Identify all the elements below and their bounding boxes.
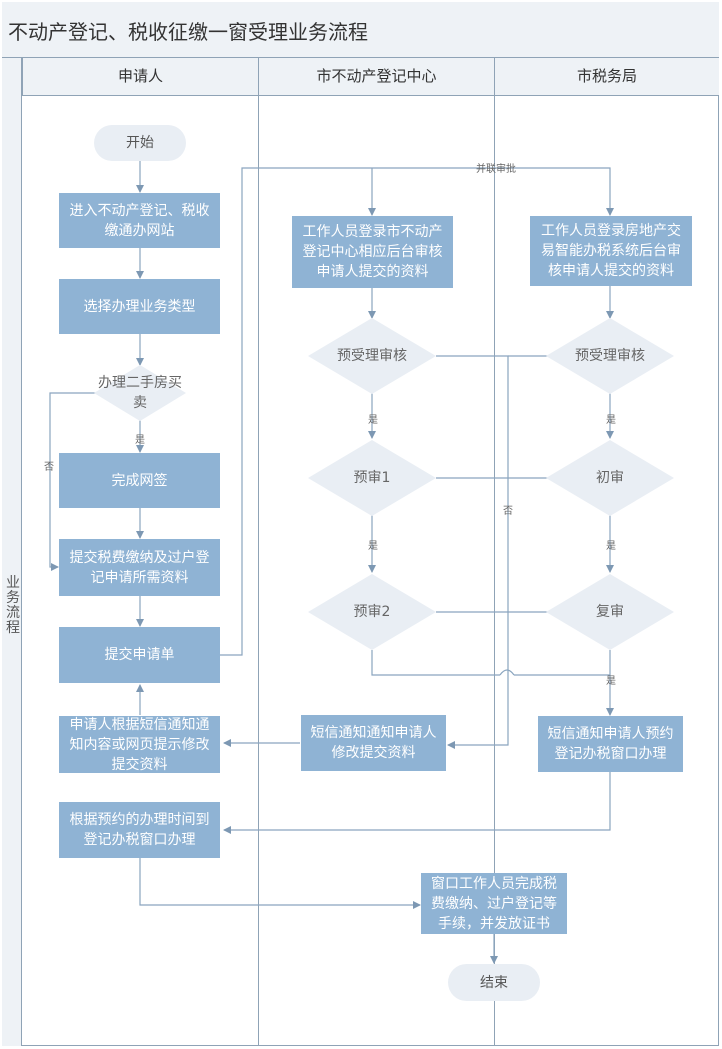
start-node: 开始 bbox=[94, 125, 186, 161]
edge-line-hop bbox=[499, 669, 515, 676]
label-yes: 是 bbox=[606, 676, 616, 687]
side-label: 业务流程 bbox=[6, 575, 20, 636]
side-label-column: 业务流程 bbox=[2, 58, 22, 1046]
edge-review2-down bbox=[371, 650, 500, 676]
label-yes: 是 bbox=[606, 541, 616, 552]
edge-decision-no bbox=[49, 392, 96, 571]
lane-divider bbox=[494, 96, 495, 1046]
lane-divider bbox=[258, 96, 259, 1046]
label-yes: 是 bbox=[135, 435, 145, 446]
step-tax-sms: 短信通知申请人预约登记办税窗口办理 bbox=[538, 716, 683, 772]
step-submit-docs: 提交税费缴纳及过户登记申请所需资料 bbox=[59, 539, 220, 596]
decision-second-hand bbox=[94, 365, 186, 421]
edge-taxsms-to-window bbox=[223, 772, 611, 834]
decision-reg-pre-label: 预受理审核 bbox=[337, 348, 407, 364]
step-reg-staff: 工作人员登录市不动产登记中心相应后台审核申请人提交的资料 bbox=[292, 216, 453, 288]
decision-tax-pre bbox=[546, 318, 674, 394]
label-yes: 是 bbox=[368, 541, 378, 552]
label-parallel: 并联审批 bbox=[476, 164, 516, 175]
lane-header-applicant: 申请人 bbox=[22, 58, 258, 96]
step-window-staff: 窗口工作人员完成税费缴纳、过户登记等手续，并发放证书 bbox=[421, 873, 567, 934]
decision-tax-first bbox=[546, 440, 674, 516]
decision-second-hand-label: 办理二手房买卖 bbox=[98, 375, 182, 411]
label-no: 否 bbox=[503, 506, 513, 517]
edge-form-to-tax bbox=[220, 167, 614, 656]
decision-tax-first-label: 初审 bbox=[596, 470, 624, 486]
step-tax-staff: 工作人员登录房地产交易智能办税系统后台审核申请人提交的资料 bbox=[530, 216, 692, 286]
label-yes: 是 bbox=[606, 415, 616, 426]
lane-header-tax-bureau: 市税务局 bbox=[494, 58, 719, 96]
decision-tax-second-label: 复审 bbox=[596, 604, 624, 620]
decision-reg-review2-label: 预审2 bbox=[353, 604, 391, 620]
decision-reg-review2 bbox=[308, 574, 436, 650]
step-select-type: 选择办理业务类型 bbox=[59, 279, 220, 334]
decision-reg-review1-label: 预审1 bbox=[353, 470, 391, 486]
lane-header-registration-center: 市不动产登记中心 bbox=[258, 58, 494, 96]
diagram-title: 不动产登记、税收征缴一窗受理业务流程 bbox=[8, 20, 368, 44]
decision-reg-pre bbox=[308, 318, 436, 394]
step-go-window: 根据预约的办理时间到登记办税窗口办理 bbox=[59, 802, 220, 858]
step-reg-sms: 短信通知通知申请人修改提交资料 bbox=[301, 715, 446, 771]
decision-reg-review1 bbox=[308, 440, 436, 516]
label-no: 否 bbox=[44, 462, 54, 473]
title-bar: 不动产登记、税收征缴一窗受理业务流程 bbox=[2, 2, 719, 58]
decision-tax-second bbox=[546, 574, 674, 650]
step-enter-site: 进入不动产登记、税收缴通办网站 bbox=[59, 193, 220, 248]
edge-pre-no bbox=[436, 355, 509, 749]
edge-window-to-staff bbox=[139, 858, 421, 909]
step-sign: 完成网签 bbox=[59, 453, 220, 508]
end-node: 结束 bbox=[448, 964, 540, 1001]
label-yes: 是 bbox=[368, 415, 378, 426]
step-submit-form: 提交申请单 bbox=[59, 627, 220, 683]
decision-tax-pre-label: 预受理审核 bbox=[575, 348, 645, 364]
step-modify: 申请人根据短信通知通知内容或网页提示修改提交资料 bbox=[59, 716, 220, 773]
